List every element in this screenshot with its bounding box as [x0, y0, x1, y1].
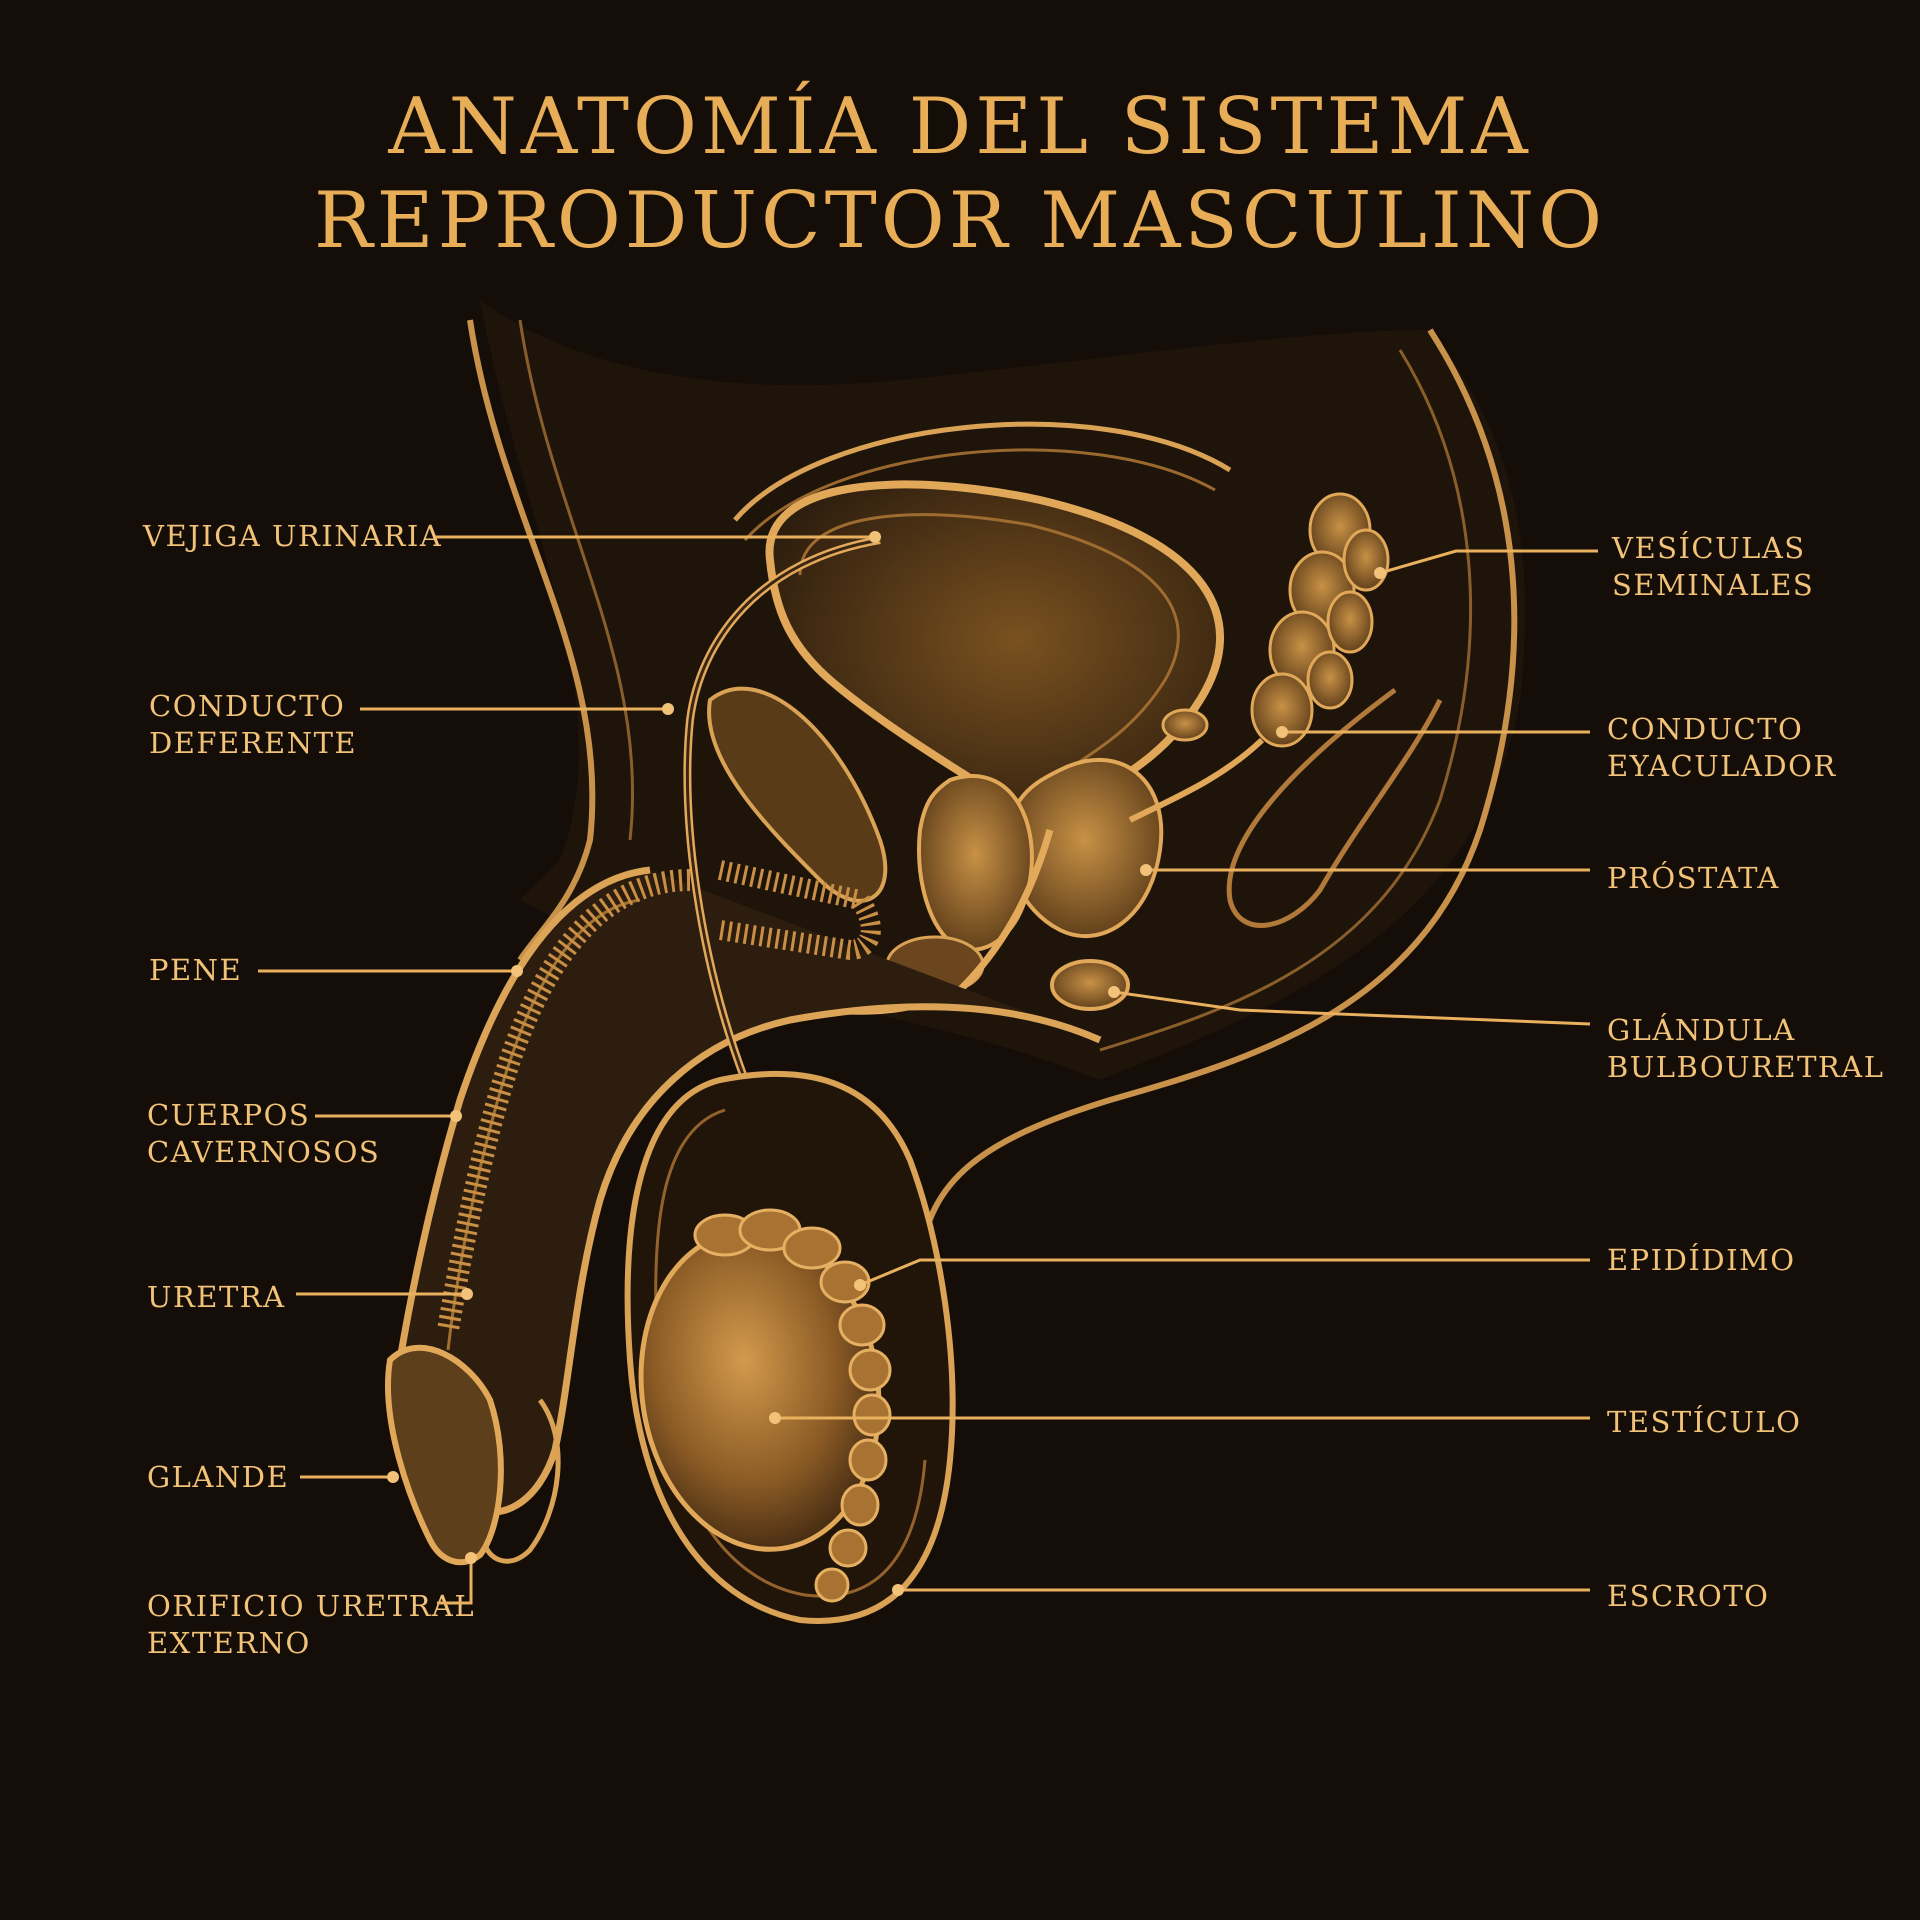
dot-uretra — [461, 1288, 473, 1300]
dot-cuerpos-cavernosos — [450, 1110, 462, 1122]
dot-pene — [511, 965, 523, 977]
leader-orificio — [437, 1558, 471, 1603]
dot-prostata — [1140, 864, 1152, 876]
dot-orificio — [465, 1552, 477, 1564]
leader-glandula — [1114, 992, 1590, 1024]
dot-vejiga — [869, 531, 881, 543]
dot-escroto — [892, 1584, 904, 1596]
dot-glandula — [1108, 986, 1120, 998]
leader-vesiculas — [1380, 551, 1598, 573]
dot-conducto-deferente — [662, 703, 674, 715]
dot-conducto-eyaculador — [1276, 726, 1288, 738]
dot-testiculo — [769, 1412, 781, 1424]
dot-glande — [387, 1471, 399, 1483]
dot-epididimo — [854, 1279, 866, 1291]
dot-vesiculas — [1374, 567, 1386, 579]
leader-epididimo — [860, 1260, 1590, 1285]
